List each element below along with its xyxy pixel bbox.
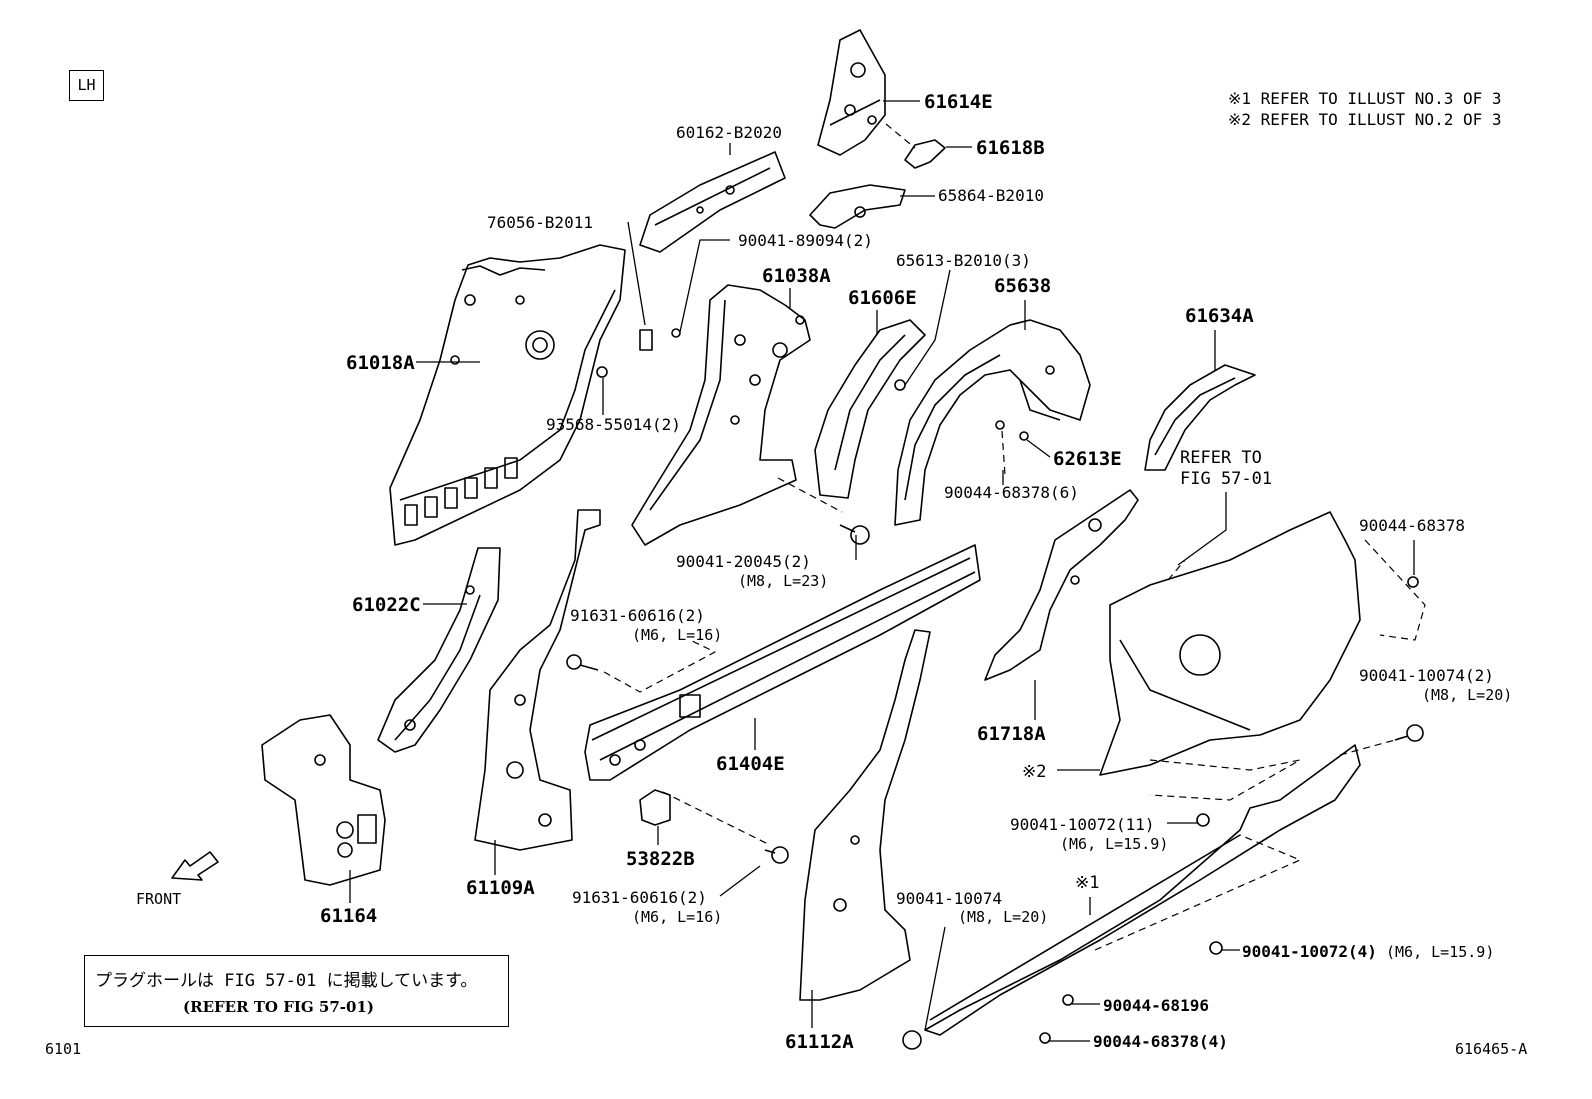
part-61164-shape	[261, 714, 386, 886]
label-90041-10072-4-spec: (M6, L=15.9)	[1386, 943, 1494, 961]
label-53822B: 53822B	[626, 848, 695, 870]
label-61606E: 61606E	[848, 287, 917, 309]
part-61606E-shape	[814, 319, 926, 499]
label-refer-to: REFER TO	[1180, 448, 1262, 468]
part-65638-shape	[894, 319, 1091, 526]
label-61018A: 61018A	[346, 352, 415, 374]
part-61404E-shape	[584, 544, 981, 781]
assembly-dashed-lines	[603, 123, 1426, 951]
part-53822B-shape	[639, 789, 671, 826]
label-61634A: 61634A	[1185, 305, 1254, 327]
part-61718A-shape	[984, 489, 1139, 681]
label-61404E: 61404E	[716, 753, 785, 775]
label-90041-10074: 90041-10074	[896, 889, 1002, 908]
part-61112A-shape	[799, 629, 931, 1001]
part-61109A-shape	[474, 509, 601, 851]
label-91631-60616-a-spec: (M6, L=16)	[632, 626, 722, 644]
label-fig-57-01: FIG 57-01	[1180, 469, 1272, 489]
part-rocker-moulding-shape	[924, 744, 1361, 1036]
label-front: FRONT	[136, 890, 181, 908]
refer-note-2: ※2 REFER TO ILLUST NO.2 OF 3	[1228, 110, 1502, 129]
label-61718A: 61718A	[977, 723, 1046, 745]
footer-right-code: 616465-A	[1455, 1040, 1527, 1058]
label-90044-68378: 90044-68378	[1359, 516, 1465, 535]
view-label-lh: LH	[69, 70, 104, 101]
label-65638: 65638	[994, 275, 1051, 297]
label-90044-68378-4: 90044-68378(4)	[1093, 1032, 1228, 1051]
plug-hole-note: プラグホールは FIG 57-01 に掲載しています。 (REFER TO FI…	[84, 955, 509, 1027]
label-90041-10072-11-spec: (M6, L=15.9)	[1060, 835, 1168, 853]
label-91631-60616-b: 91631-60616(2)	[572, 888, 707, 907]
label-61164: 61164	[320, 905, 377, 927]
label-65864-B2010: 65864-B2010	[938, 186, 1044, 205]
label-90041-10072-11: 90041-10072(11)	[1010, 815, 1155, 834]
part-61022C-shape	[377, 547, 501, 753]
label-90044-68196: 90044-68196	[1103, 996, 1209, 1015]
label-60162-B2020: 60162-B2020	[676, 123, 782, 142]
label-61038A: 61038A	[762, 265, 831, 287]
label-93568-55014: 93568-55014(2)	[546, 415, 681, 434]
label-61022C: 61022C	[352, 594, 421, 616]
label-90041-89094: 90041-89094(2)	[738, 231, 873, 250]
label-90041-20045: 90041-20045(2)	[676, 552, 811, 571]
label-90041-10074-2: 90041-10074(2)	[1359, 666, 1494, 685]
refer-note-1: ※1 REFER TO ILLUST NO.3 OF 3	[1228, 89, 1502, 108]
front-arrow-icon	[171, 851, 219, 881]
label-65613-B2010: 65613-B2010(3)	[896, 251, 1031, 270]
part-quarter-panel-shape	[1099, 511, 1361, 776]
label-90041-10074-2-spec: (M8, L=20)	[1422, 686, 1512, 704]
label-61112A: 61112A	[785, 1031, 854, 1053]
label-90041-10074-spec: (M8, L=20)	[958, 908, 1048, 926]
label-91631-60616-a: 91631-60616(2)	[570, 606, 705, 625]
part-65864-shape	[809, 184, 906, 229]
part-61614E-shape	[817, 29, 886, 156]
part-61018A-shape	[389, 244, 626, 546]
label-90041-10072-4: 90041-10072(4)	[1242, 942, 1377, 961]
leader-lines	[349, 100, 1415, 1042]
part-60162-shape	[639, 151, 786, 253]
label-91631-60616-b-spec: (M6, L=16)	[632, 908, 722, 926]
label-62613E: 62613E	[1053, 448, 1122, 470]
footer-left-code: 6101	[45, 1040, 81, 1058]
label-90044-68378-6: 90044-68378(6)	[944, 483, 1079, 502]
part-61618B-shape	[904, 139, 946, 169]
label-mark-2: ※2	[1022, 762, 1046, 782]
part-61634A-shape	[1144, 364, 1256, 471]
label-76056-B2011: 76056-B2011	[487, 213, 593, 232]
note-english: (REFER TO FIG 57-01)	[183, 998, 374, 1016]
part-61038A-shape	[631, 284, 811, 546]
label-61618B: 61618B	[976, 137, 1045, 159]
label-61109A: 61109A	[466, 877, 535, 899]
note-japanese: プラグホールは FIG 57-01 に掲載しています。	[95, 971, 478, 991]
label-61614E: 61614E	[924, 91, 993, 113]
label-90041-20045-spec: (M8, L=23)	[738, 572, 828, 590]
label-mark-1: ※1	[1075, 873, 1099, 893]
fastener-shapes	[566, 328, 1424, 1050]
